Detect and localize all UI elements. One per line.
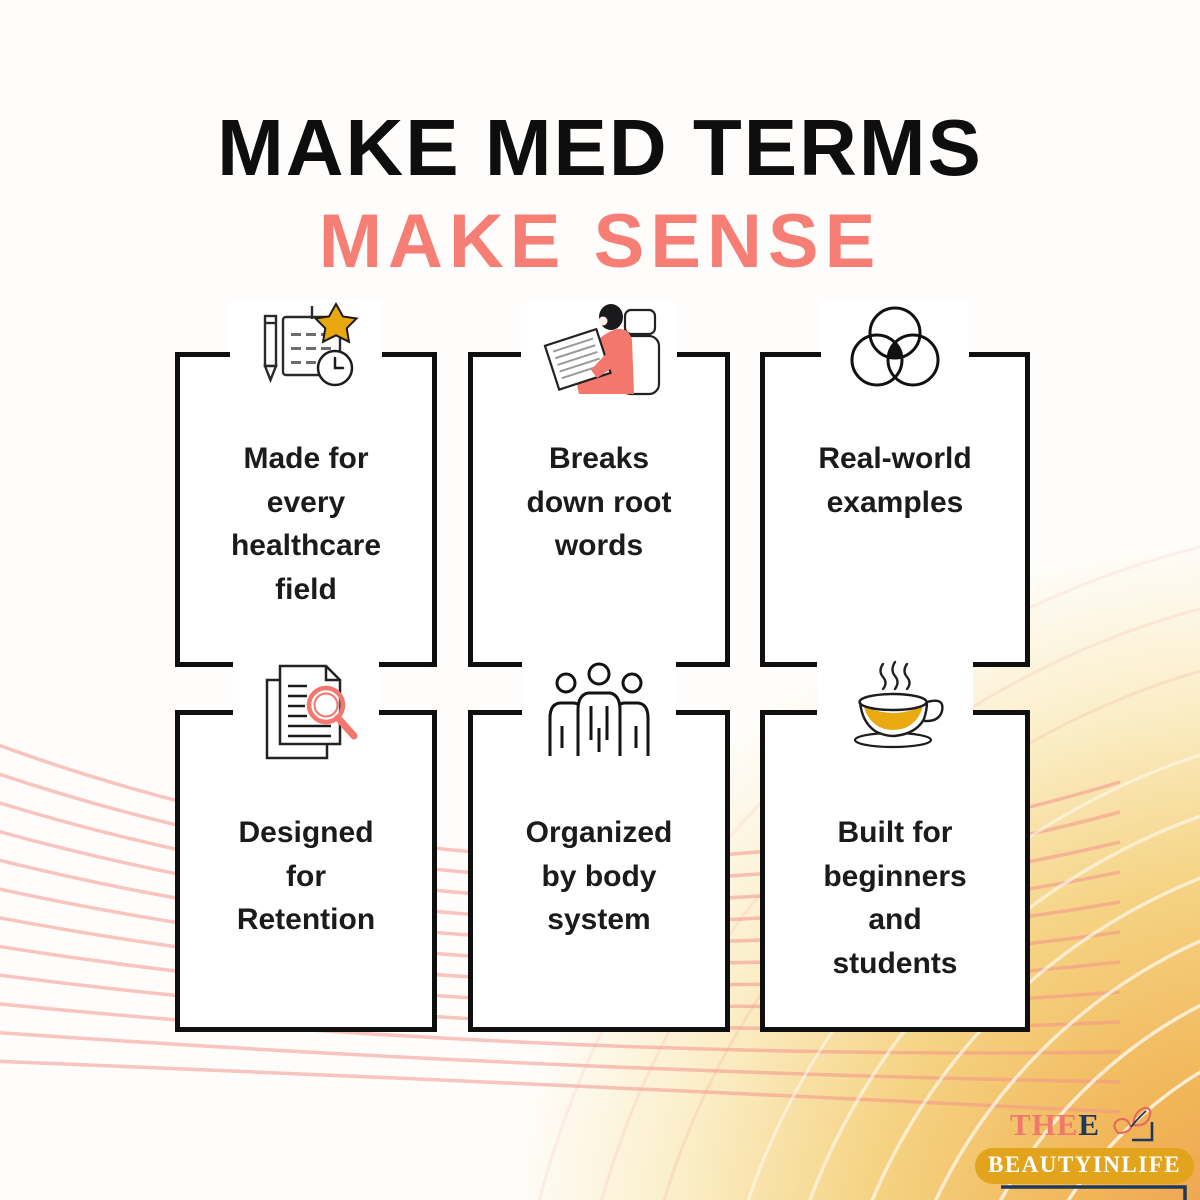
- venn-diagram-icon: [821, 300, 969, 400]
- brand-the: THE: [1009, 1106, 1079, 1142]
- feature-card-healthcare-field: Made for every healthcare field: [175, 300, 437, 667]
- card-label: Organized by body system: [525, 816, 673, 936]
- brand-name-pill: BEAUTYINLIFE: [975, 1148, 1195, 1184]
- logo-underline: [1001, 1185, 1187, 1200]
- butterfly-icon: [1113, 1106, 1154, 1142]
- feature-card-body-system: Organized by body system: [468, 658, 730, 1032]
- tea-cup-icon: [817, 658, 973, 764]
- brand-name-line1: THEE: [1010, 1109, 1100, 1140]
- card-label: Designed for Retention: [236, 816, 376, 936]
- page-subtitle: MAKE SENSE: [318, 199, 882, 284]
- feature-card-retention: Designed for Retention: [175, 658, 437, 1032]
- feature-card-real-world: Real-world examples: [760, 300, 1030, 667]
- people-group-icon: [522, 658, 676, 762]
- page-title: MAKE MED TERMS: [217, 103, 983, 192]
- feature-card-root-words: Breaks down root words: [468, 300, 730, 667]
- brand-e: E: [1078, 1106, 1101, 1142]
- feature-card-beginners: Built for beginners and students: [760, 658, 1030, 1032]
- card-label: Breaks down root words: [526, 442, 672, 562]
- card-label: Made for every healthcare field: [230, 442, 382, 606]
- card-label: Built for beginners and students: [823, 816, 967, 980]
- document-magnifier-icon: [233, 658, 379, 770]
- card-label: Real-world examples: [818, 442, 972, 519]
- brand-logo: THEE BEAUTYINLIFE: [975, 1100, 1195, 1200]
- calendar-star-icon: [230, 300, 382, 408]
- brand-logo-top: THEE: [975, 1100, 1191, 1148]
- person-reading-icon: [521, 300, 677, 408]
